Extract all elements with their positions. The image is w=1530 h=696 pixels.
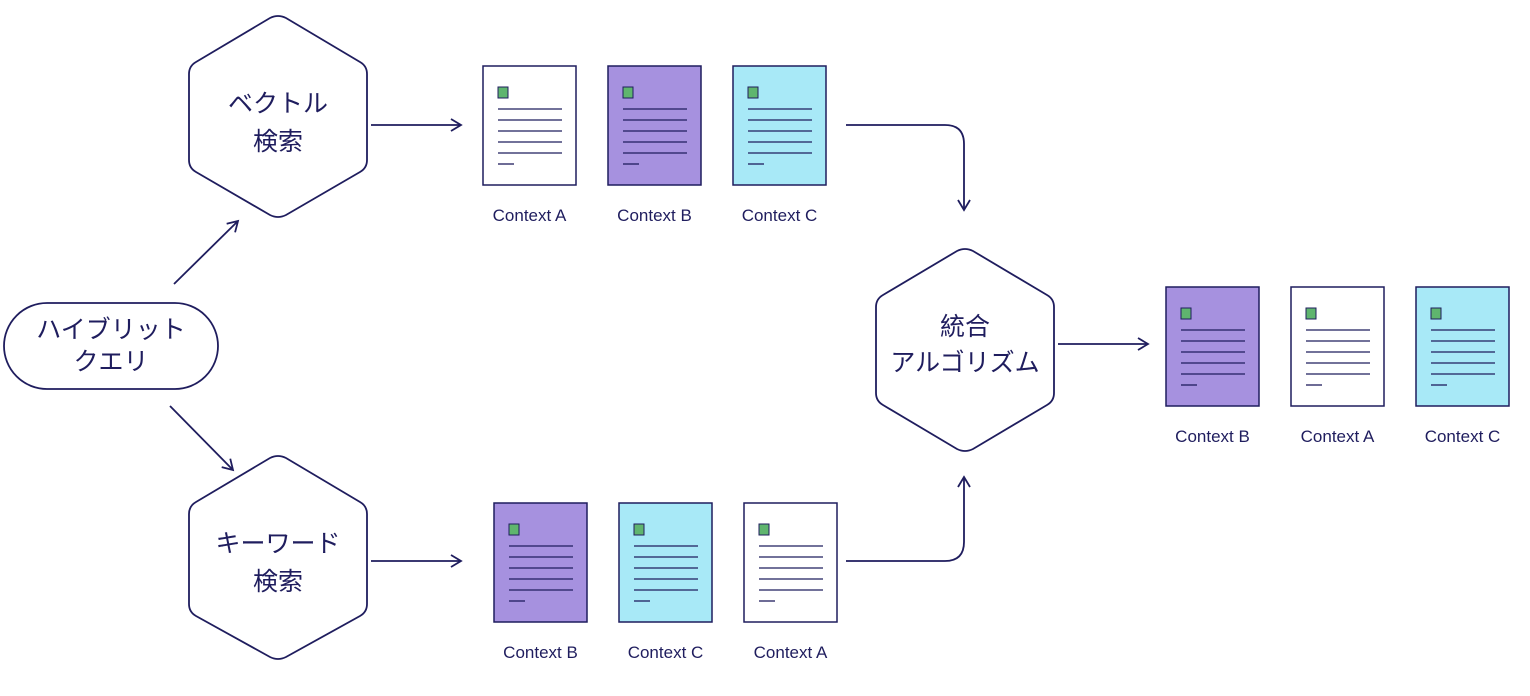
- document-page: [1415, 286, 1510, 407]
- document-label: Context C: [1425, 427, 1501, 446]
- context-document: Context A: [743, 502, 838, 662]
- arrow-query-to-vector: [173, 219, 240, 285]
- document-marker-icon: [1180, 307, 1192, 320]
- document-marker-icon: [1305, 307, 1317, 320]
- keyword-results-group: Context B Context C Context A: [493, 502, 838, 662]
- document-marker-icon: [758, 523, 770, 536]
- document-label: Context C: [742, 206, 818, 225]
- query-label-line-2: クエリ: [73, 347, 148, 376]
- vector-search-node: ベクトル 検索: [188, 15, 368, 218]
- context-document: Context C: [1415, 286, 1510, 446]
- arrow-query-to-keyword: [169, 405, 235, 472]
- connectors: [169, 118, 1150, 568]
- document-page: [743, 502, 838, 623]
- document-marker-icon: [1430, 307, 1442, 320]
- document-marker-icon: [747, 86, 759, 99]
- document-label: Context B: [1175, 427, 1250, 446]
- context-document: Context A: [482, 65, 577, 225]
- merge-label-line-2: アルゴリズム: [890, 348, 1039, 377]
- merge-node: 統合 アルゴリズム: [875, 248, 1055, 452]
- document-marker-icon: [633, 523, 645, 536]
- vector-search-label-line-2: 検索: [253, 127, 303, 156]
- context-document: Context B: [493, 502, 588, 662]
- keyword-search-label-line-1: キーワード: [215, 529, 340, 558]
- arrow-keyword-docs-to-merge: [846, 475, 971, 562]
- context-document: Context B: [607, 65, 702, 225]
- vector-results-group: Context A Context B Context C: [482, 65, 827, 225]
- document-page: [1290, 286, 1385, 407]
- merge-label-line-1: 統合: [940, 312, 990, 341]
- document-marker-icon: [497, 86, 509, 99]
- context-document: Context C: [732, 65, 827, 225]
- context-document: Context B: [1165, 286, 1260, 446]
- document-marker-icon: [622, 86, 634, 99]
- document-page: [732, 65, 827, 186]
- document-label: Context B: [617, 206, 692, 225]
- keyword-search-node: キーワード 検索: [188, 455, 368, 660]
- context-document: Context A: [1290, 286, 1385, 446]
- query-node: ハイブリット クエリ: [3, 302, 219, 390]
- document-page: [482, 65, 577, 186]
- context-document: Context C: [618, 502, 713, 662]
- document-marker-icon: [508, 523, 520, 536]
- document-page: [618, 502, 713, 623]
- document-label: Context A: [754, 643, 828, 662]
- document-page: [493, 502, 588, 623]
- document-page: [1165, 286, 1260, 407]
- merged-results-group: Context B Context A Context C: [1165, 286, 1510, 446]
- document-label: Context B: [503, 643, 578, 662]
- keyword-search-label-line-2: 検索: [253, 567, 303, 596]
- document-label: Context C: [628, 643, 704, 662]
- query-label-line-1: ハイブリット: [36, 315, 186, 344]
- document-label: Context A: [1301, 427, 1375, 446]
- vector-search-label-line-1: ベクトル: [228, 89, 328, 118]
- arrow-vector-docs-to-merge: [846, 124, 971, 212]
- document-page: [607, 65, 702, 186]
- document-label: Context A: [493, 206, 567, 225]
